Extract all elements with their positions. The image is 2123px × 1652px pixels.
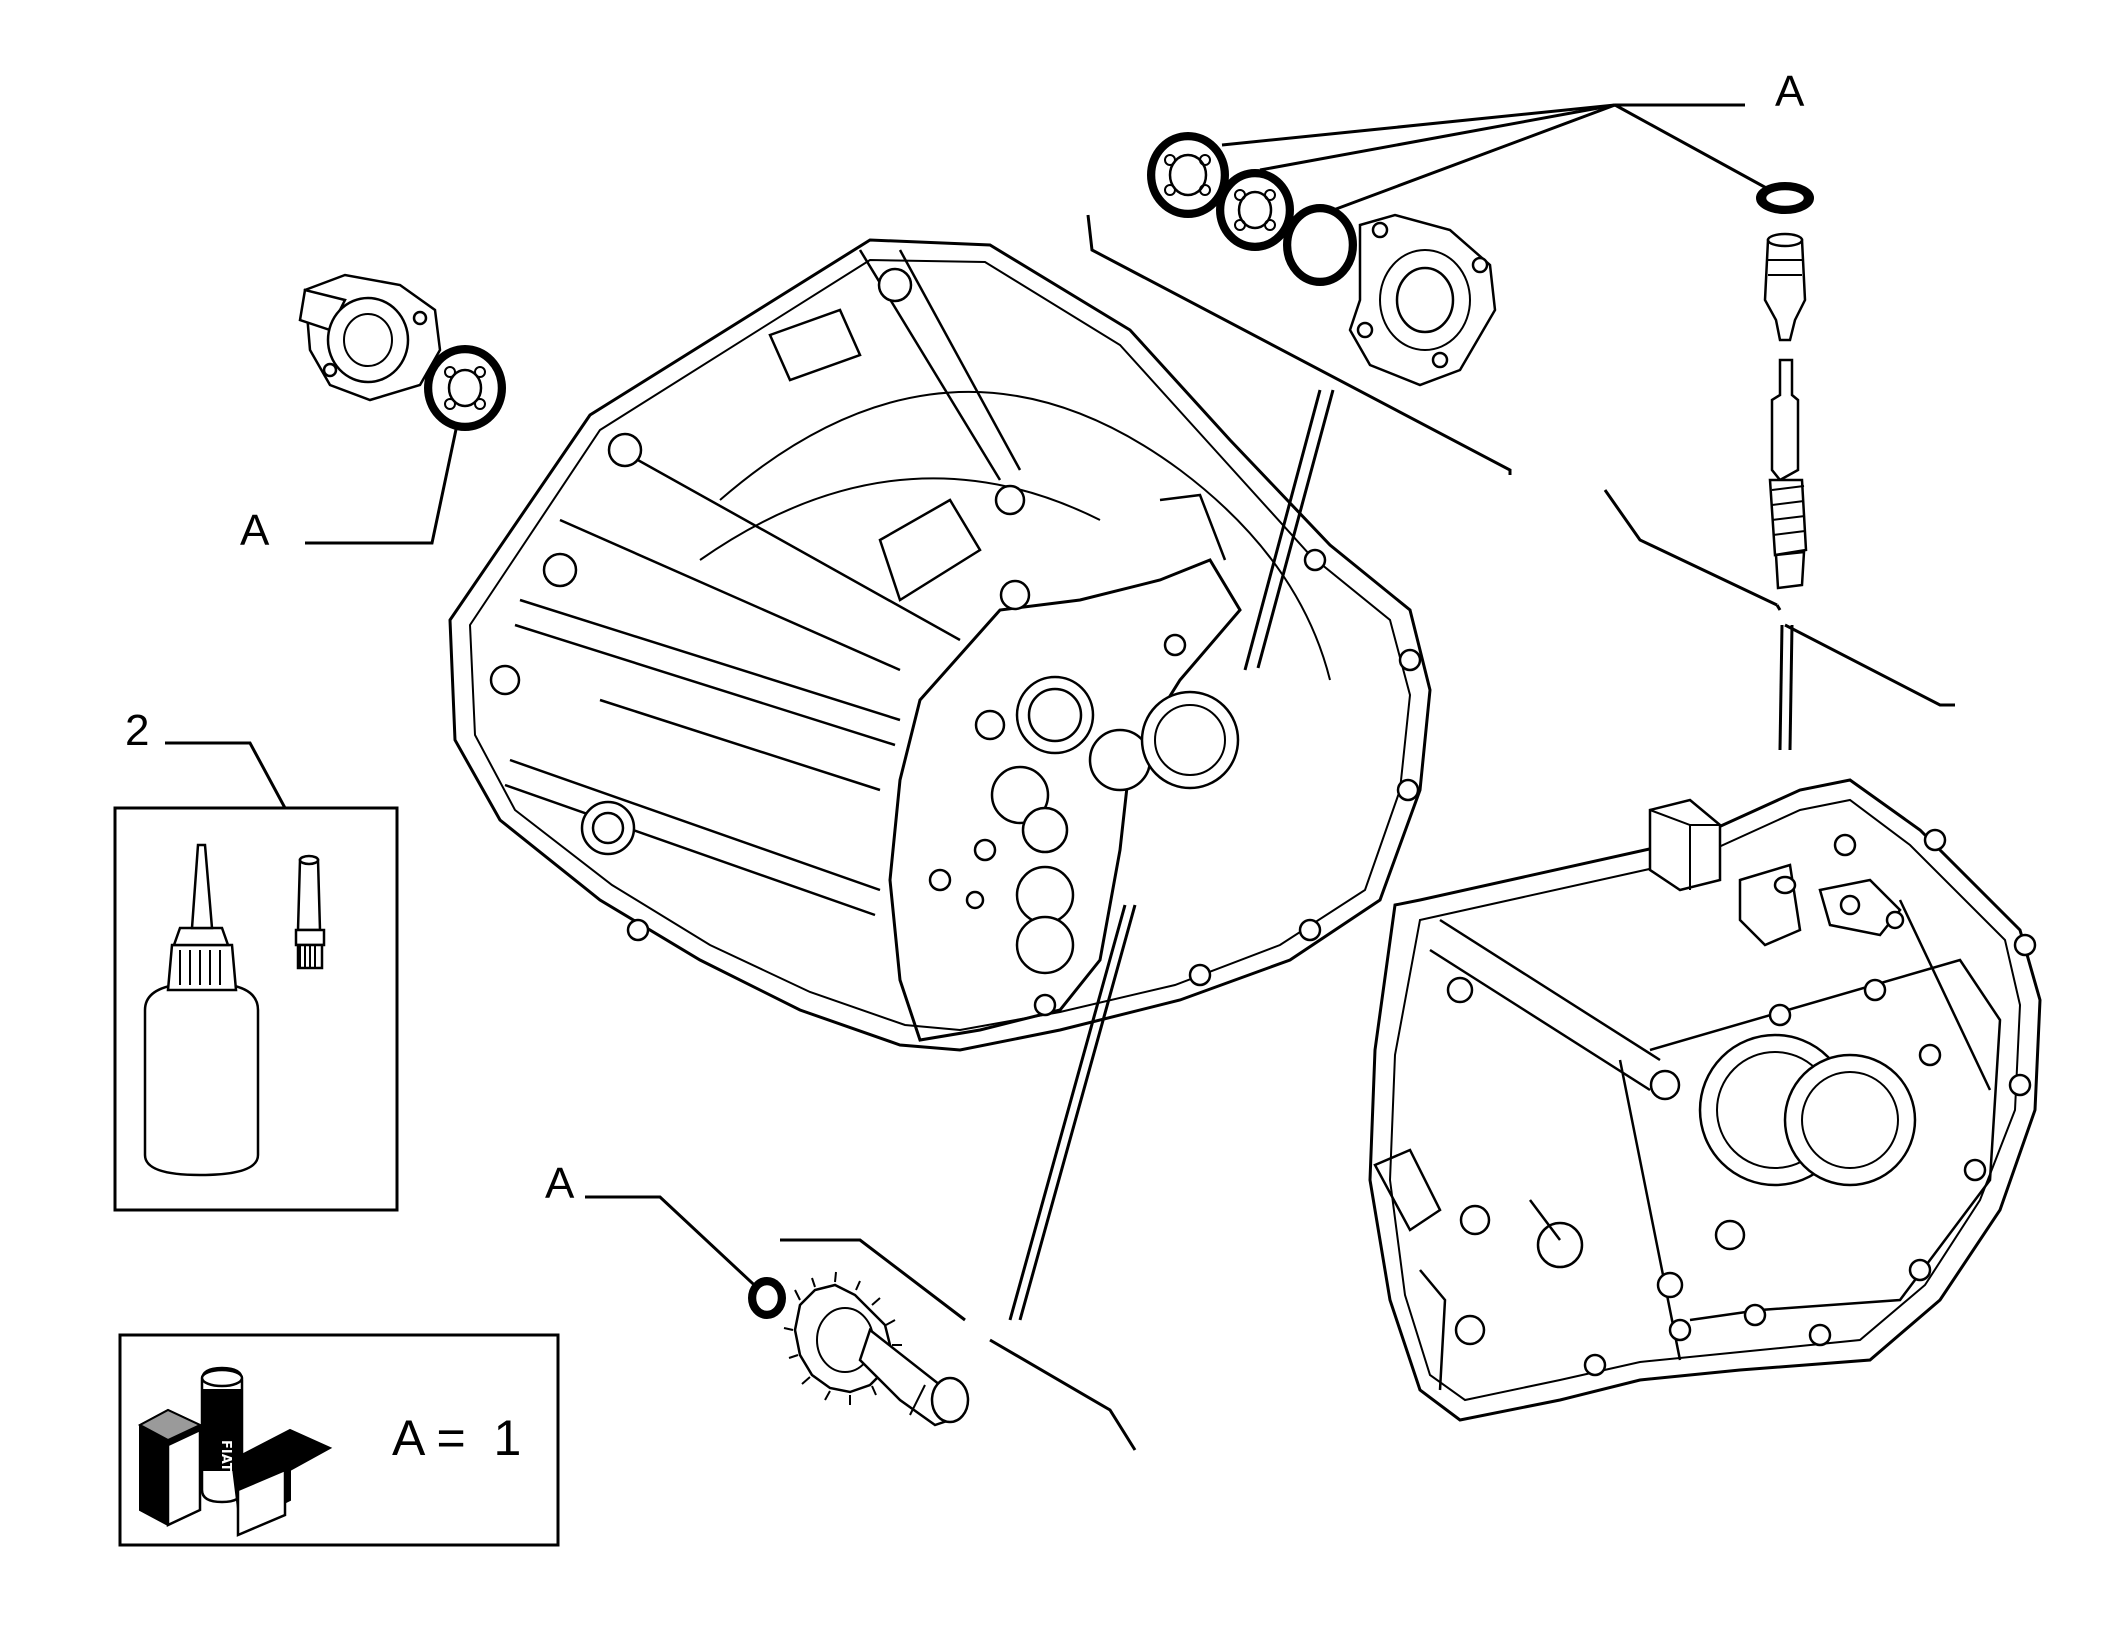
ball-bearing-1	[1147, 132, 1229, 218]
logo-text-cylinder: FIAT	[218, 1440, 233, 1472]
sealant-bottle-icon	[143, 843, 260, 1177]
callout-a-top-right: A	[1775, 67, 1805, 116]
ball-bearing-2	[1216, 169, 1294, 251]
ball-bearing-left	[424, 345, 506, 431]
o-ring-seal	[1283, 204, 1357, 286]
fiat-logo-icon	[137, 1366, 333, 1537]
clutch-housing	[448, 238, 1432, 1052]
bearing-cover-left	[298, 273, 442, 402]
gear-shaft	[748, 1271, 970, 1427]
speedometer-drive	[1756, 182, 1814, 590]
quantity-legend	[118, 1333, 560, 1547]
gearbox-casing	[1368, 778, 2042, 1422]
callout-sealant-ref: 2	[125, 706, 149, 755]
callout-a-bottom: A	[545, 1159, 575, 1208]
legend-equation: A = 1	[392, 1410, 521, 1466]
bearing-set-top	[1147, 132, 1497, 387]
sealant-box	[113, 806, 399, 1212]
sealant-cap-icon	[294, 854, 326, 970]
leader-lines	[165, 103, 1955, 1451]
bearing-cover-flange	[1348, 213, 1497, 387]
callout-a-top-left: A	[240, 506, 270, 555]
bearing-set-left	[298, 273, 506, 431]
